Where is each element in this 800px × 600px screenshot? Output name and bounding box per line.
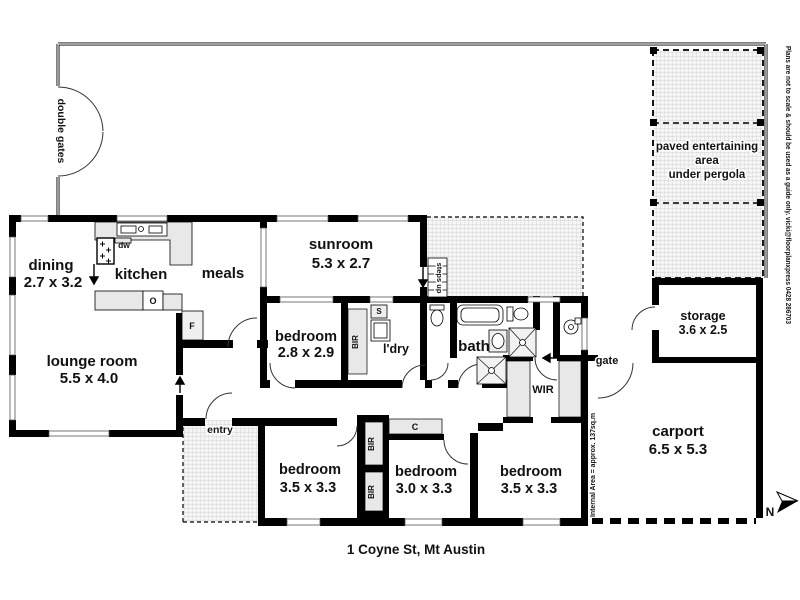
wc1-toilet	[430, 309, 444, 327]
north-compass: N	[766, 490, 799, 519]
oven-label: O	[149, 296, 156, 306]
steps-up	[427, 257, 448, 298]
kitchen-fixtures	[94, 221, 204, 341]
double-gates-label: double gates	[55, 99, 67, 164]
lounge-dims: 5.5 x 4.0	[60, 370, 118, 387]
laundry-sink-box	[370, 304, 388, 319]
storage-room-walls	[631, 278, 763, 518]
dishwasher-box	[114, 237, 132, 244]
wc2-door-arc	[534, 357, 558, 381]
entry-label: entry	[207, 424, 233, 436]
wc1-toilet-tank	[429, 304, 445, 311]
steps-up-label: steps up	[435, 263, 444, 294]
carport-dims: 6.5 x 5.3	[649, 441, 707, 458]
dishwasher-label: dw	[118, 240, 130, 250]
cooktop	[96, 237, 115, 265]
bir1-label: BIR	[351, 335, 360, 349]
fridge-label: F	[189, 321, 195, 331]
bed1-door-arc	[336, 425, 358, 447]
bed1-dims: 3.5 x 3.3	[280, 480, 336, 496]
bathroom-fixtures	[429, 304, 582, 385]
gate-door-arc	[597, 362, 634, 399]
pergola-posts	[650, 47, 764, 206]
laundry-fixtures	[370, 304, 391, 342]
plan-title: 1 Coyne St, Mt Austin	[347, 542, 485, 557]
pergola-label-2: area	[695, 155, 719, 167]
disclaimer-note: Plans are not to scale & should be used …	[784, 46, 793, 324]
north-label: N	[766, 505, 775, 519]
bath-label: bath	[458, 338, 490, 355]
boundary-fence	[56, 42, 768, 278]
pergola-paved-area	[650, 47, 764, 279]
bed2-dims: 3.0 x 3.3	[396, 481, 452, 497]
dining-label: dining	[29, 257, 74, 274]
wc1-door-arc	[430, 362, 449, 381]
wir-robe-left	[506, 360, 531, 418]
pergola-label-3: under pergola	[669, 169, 746, 181]
lounge-label: lounge room	[47, 353, 138, 370]
laundry-label: l'dry	[383, 342, 409, 356]
bed-small-dims: 2.8 x 2.9	[278, 345, 334, 361]
bir-robe-3	[364, 471, 384, 512]
shower-2	[476, 356, 507, 385]
bir3-label: BIR	[367, 485, 376, 499]
robes	[347, 308, 582, 512]
meals-label: meals	[202, 265, 245, 282]
carport-walls	[588, 355, 756, 524]
kitchen-label: kitchen	[115, 266, 168, 283]
bir2-label: BIR	[367, 437, 376, 451]
bath-toilet	[513, 307, 529, 321]
cupboard-label: C	[412, 422, 419, 432]
meals-door-arc	[227, 317, 258, 348]
flow-arrows	[88, 264, 562, 393]
front-door-arc	[205, 392, 233, 420]
sunroom-dims: 5.3 x 2.7	[312, 255, 370, 272]
internal-area-note: Internal Area = approx. 137sq.m	[588, 413, 597, 517]
labels: dining 2.7 x 3.2 kitchen meals sunroom 5…	[24, 97, 760, 557]
bed-small-label: bedroom	[275, 329, 337, 345]
double-gates	[57, 86, 104, 177]
laundry-door-arc	[401, 364, 426, 389]
fridge-box	[181, 310, 204, 341]
bed-small-door-arc	[269, 362, 296, 389]
entry-porch	[182, 420, 258, 523]
carport-label: carport	[652, 423, 704, 440]
sink-label: S	[376, 307, 382, 316]
dining-dims: 2.7 x 3.2	[24, 274, 82, 291]
bed1-label: bedroom	[279, 462, 341, 478]
bed3-label: bedroom	[500, 464, 562, 480]
wir-label: WIR	[532, 384, 553, 396]
gate-label: gate	[596, 355, 619, 367]
storage-dims: 3.6 x 2.5	[679, 323, 728, 337]
shower-1	[508, 327, 537, 358]
bir-robe-2	[364, 421, 384, 466]
sunroom-label: sunroom	[309, 236, 373, 253]
bed3-dims: 3.5 x 3.3	[501, 481, 557, 497]
pergola-label-1: paved entertaining	[656, 141, 758, 153]
bed2-label: bedroom	[395, 464, 457, 480]
hall-cupboard	[388, 418, 443, 435]
windows	[9, 215, 588, 526]
storage-label: storage	[680, 309, 725, 323]
bir-robe-1	[347, 308, 368, 375]
sunroom-side-paving	[427, 216, 584, 297]
wir-robe-right	[558, 360, 582, 418]
bed2-door-arc	[443, 439, 469, 465]
house-walls	[9, 215, 588, 526]
island-bench	[94, 290, 144, 311]
bath-toilet-tank	[506, 306, 514, 322]
